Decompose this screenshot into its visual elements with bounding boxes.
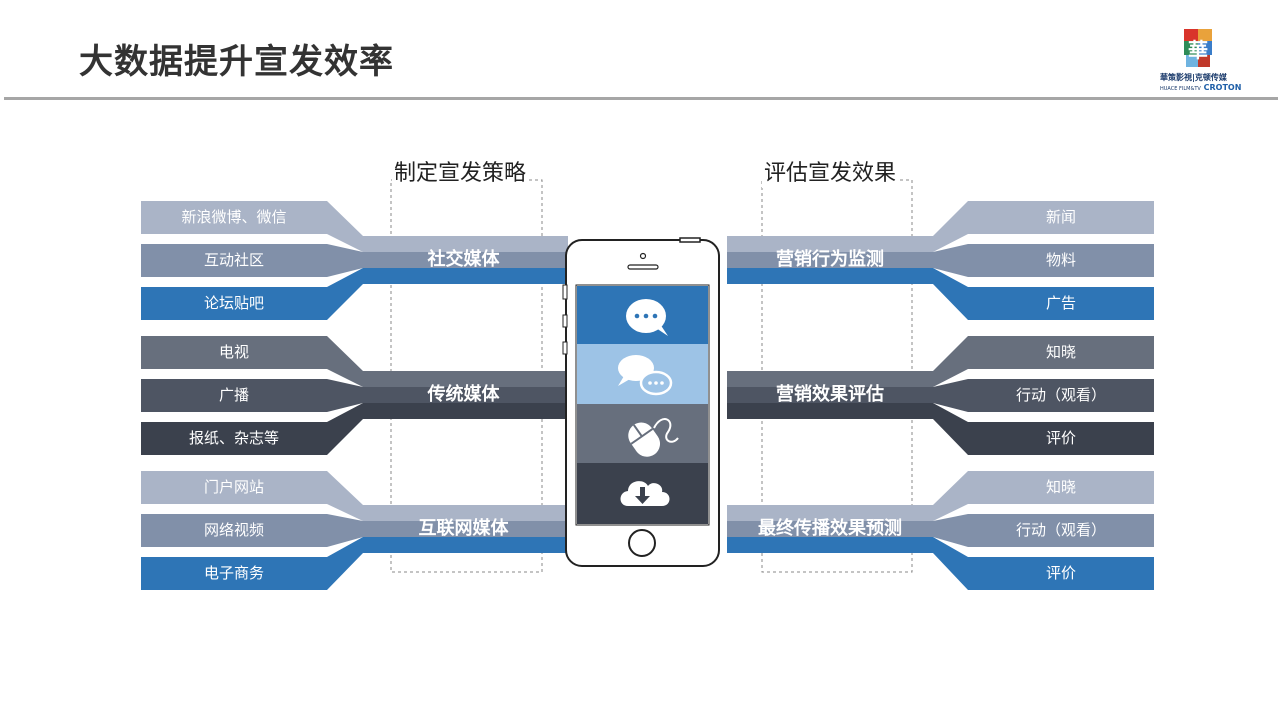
smartphone bbox=[562, 237, 720, 567]
right-item-label: 行动（观看） bbox=[1015, 386, 1106, 404]
right-band-1-1 bbox=[727, 201, 1154, 252]
left-hub-label: 互联网媒体 bbox=[418, 518, 509, 539]
page-title: 大数据提升宣发效率 bbox=[79, 42, 394, 82]
right-item-label: 新闻 bbox=[1045, 208, 1076, 226]
right-item-label: 物料 bbox=[1045, 251, 1076, 269]
left-band-3-3 bbox=[141, 537, 568, 590]
left-item-label: 电视 bbox=[218, 343, 249, 361]
logo-caption: 華策影視|克顿传媒 HUACE FILM&TV CROTON bbox=[1160, 73, 1242, 92]
right-hub-label: 营销行为监测 bbox=[776, 249, 884, 270]
left-band-1-3 bbox=[141, 268, 568, 320]
right-band-2-3 bbox=[727, 403, 1154, 455]
title-divider bbox=[4, 97, 1278, 100]
left-item-label: 报纸、杂志等 bbox=[188, 429, 279, 447]
left-item-label: 网络视频 bbox=[203, 521, 264, 539]
left-band-3-1 bbox=[141, 471, 568, 521]
right-band-1-3 bbox=[727, 268, 1154, 320]
left-band-3-2 bbox=[141, 514, 568, 547]
evaluate-header: 评估宣发效果 bbox=[762, 160, 899, 188]
right-hub-label: 最终传播效果预测 bbox=[758, 518, 902, 539]
right-item-label: 知晓 bbox=[1045, 343, 1076, 361]
right-band-1-2 bbox=[727, 244, 1154, 277]
right-item-label: 广告 bbox=[1045, 294, 1076, 312]
right-hub-label: 营销效果评估 bbox=[776, 384, 884, 405]
svg-text:華: 華 bbox=[1188, 38, 1208, 62]
left-item-label: 电子商务 bbox=[203, 564, 264, 582]
right-item-label: 行动（观看） bbox=[1015, 521, 1106, 539]
left-band-2-3 bbox=[141, 403, 568, 455]
left-hub-label: 传统媒体 bbox=[427, 384, 500, 405]
mouse-icon bbox=[628, 418, 679, 457]
right-band-3-2 bbox=[727, 514, 1154, 547]
right-band-3-3 bbox=[727, 537, 1154, 590]
right-band-3-1 bbox=[727, 471, 1154, 521]
left-band-2-1 bbox=[141, 336, 568, 387]
left-item-label: 互动社区 bbox=[203, 251, 264, 269]
left-hub-label: 社交媒体 bbox=[427, 249, 500, 270]
chat-bubble-icon bbox=[626, 299, 668, 336]
left-item-label: 广播 bbox=[218, 386, 249, 404]
cloud-download-icon bbox=[620, 481, 670, 506]
strategy-header: 制定宣发策略 bbox=[392, 160, 529, 188]
left-band-2-2 bbox=[141, 379, 568, 412]
left-item-label: 门户网站 bbox=[203, 478, 264, 496]
right-item-label: 知晓 bbox=[1045, 478, 1076, 496]
left-band-1-2 bbox=[141, 244, 568, 277]
left-item-label: 新浪微博、微信 bbox=[181, 208, 287, 226]
right-band-2-2 bbox=[727, 379, 1154, 412]
left-item-label: 论坛贴吧 bbox=[203, 294, 264, 312]
right-band-2-1 bbox=[727, 336, 1154, 387]
right-item-label: 评价 bbox=[1045, 564, 1076, 582]
left-band-1-1 bbox=[141, 201, 568, 252]
right-item-label: 评价 bbox=[1045, 429, 1076, 447]
conversation-icon bbox=[618, 355, 673, 396]
huace-logo: 華 bbox=[1184, 29, 1212, 67]
